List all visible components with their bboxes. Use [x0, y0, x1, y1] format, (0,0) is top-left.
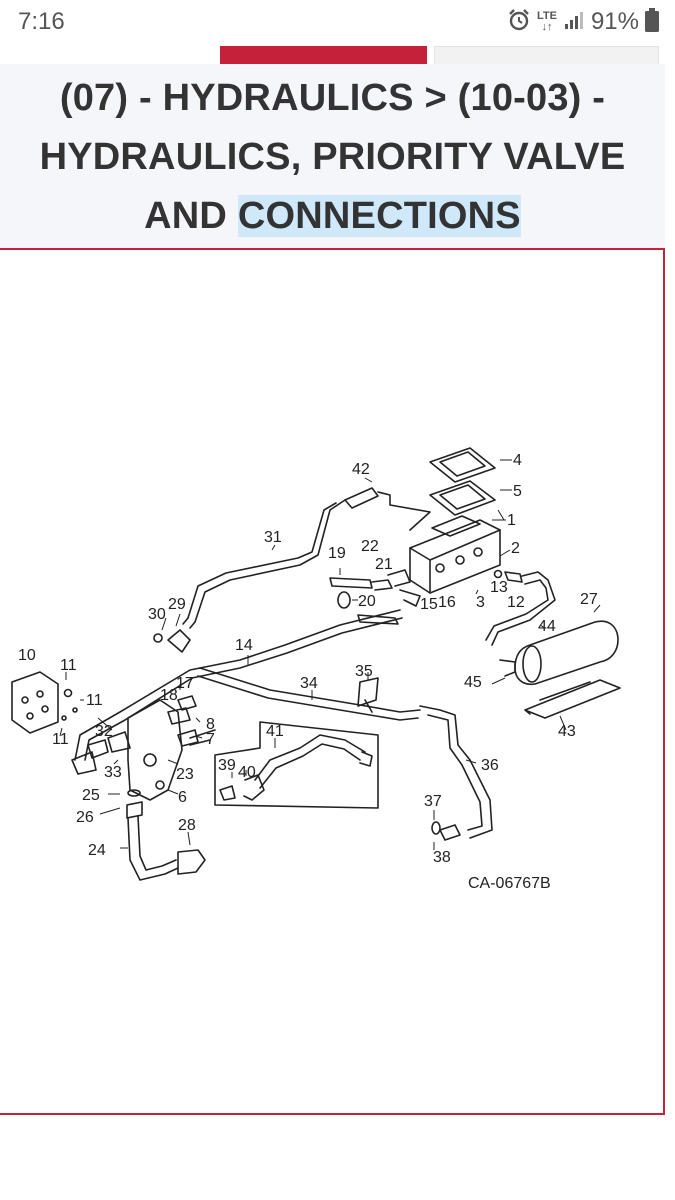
- callout-25: 25: [82, 787, 100, 804]
- callout-41: 41: [266, 723, 284, 740]
- fitting-42: [344, 487, 379, 509]
- callout-31: 31: [264, 529, 282, 546]
- callout-12: 12: [507, 594, 525, 611]
- callout-20: 20: [358, 593, 376, 610]
- callout-11a: 11: [86, 692, 103, 709]
- figure-code: CA-06767B: [468, 875, 551, 892]
- callout-2: 2: [511, 540, 520, 557]
- callout-29: 29: [168, 596, 186, 613]
- lte-icon: LTE↓↑: [536, 10, 557, 33]
- callout-28: 27: [580, 591, 598, 608]
- callout-14: 14: [235, 637, 253, 654]
- callout-15: 15: [420, 596, 438, 613]
- callout-3: 3: [476, 594, 485, 611]
- tab-inactive[interactable]: [434, 46, 659, 64]
- callout-38: 37: [424, 793, 442, 810]
- callout-33: 33: [104, 764, 122, 781]
- tube-41-box: [214, 721, 379, 809]
- callout-27: 28: [178, 817, 196, 834]
- callout-1: 1: [507, 512, 516, 529]
- callout-10: 11: [60, 657, 77, 674]
- callout-39: 39: [218, 757, 236, 774]
- tab-active[interactable]: [220, 46, 427, 64]
- callout-5: 5: [513, 483, 522, 500]
- callout-7: 7: [206, 731, 215, 748]
- battery-icon: [645, 7, 659, 37]
- callout-24: 24: [88, 842, 106, 859]
- status-icons: LTE↓↑ 91%: [507, 6, 659, 38]
- callout-37: 38: [433, 849, 451, 866]
- callout-17: 17: [176, 675, 194, 692]
- callout-34: 34: [300, 675, 318, 692]
- tube-36: [419, 705, 493, 839]
- header-panel: (07) - HYDRAULICS > (10-03) - HYDRAULICS…: [0, 64, 665, 250]
- callout-18: 18: [160, 687, 178, 704]
- callout-11b: 11: [52, 731, 69, 748]
- gasket-4: [429, 447, 496, 483]
- callout-36: 36: [481, 757, 499, 774]
- manifold: [127, 699, 183, 801]
- plate-9: [11, 671, 59, 734]
- network-label: LTE: [536, 10, 557, 22]
- callout-4: 4: [513, 452, 522, 469]
- callout-23: 23: [176, 766, 194, 783]
- callout-42: 42: [352, 461, 370, 478]
- battery-percent: 91%: [590, 8, 639, 35]
- callout-6: 6: [178, 789, 187, 806]
- parts-diagram: 4 5 1 2 42 31 19 22 21 20 15 16 3 13 12 …: [0, 250, 665, 1115]
- signal-icon: [563, 9, 585, 36]
- title-text: (07) - HYDRAULICS > (10-03) - HYDRAULICS…: [39, 77, 626, 237]
- bracket-43: [524, 679, 621, 719]
- gasket-5: [429, 480, 496, 516]
- callout-16: 16: [438, 594, 456, 611]
- tank-28: [514, 620, 619, 686]
- tube-14: [74, 609, 401, 761]
- callout-13: 13: [490, 579, 508, 596]
- status-bar: 7:16 LTE↓↑ 91%: [0, 0, 675, 46]
- pipe-31: [194, 499, 346, 623]
- callout-44: 44: [538, 618, 556, 635]
- callout-9: 10: [18, 647, 36, 664]
- callout-32: 32: [95, 723, 113, 740]
- tube-24: [127, 817, 179, 881]
- alarm-icon: [507, 8, 531, 37]
- callout-26: 26: [76, 809, 94, 826]
- callout-8: 8: [206, 716, 215, 733]
- page-title: (07) - HYDRAULICS > (10-03) - HYDRAULICS…: [0, 69, 665, 246]
- callout-35: 35: [355, 663, 373, 680]
- diagram-drawing: 4 5 1 2 42 31 19 22 21 20 15 16 3 13 12 …: [11, 447, 621, 892]
- callout-21: 21: [375, 556, 393, 573]
- callout-22: 22: [361, 538, 379, 555]
- callout-45: 45: [464, 674, 482, 691]
- callout-43: 43: [558, 723, 576, 740]
- status-time: 7:16: [18, 8, 65, 35]
- title-highlight: CONNECTIONS: [237, 195, 521, 237]
- tab-strip: [0, 46, 675, 64]
- callout-19: 19: [328, 545, 346, 562]
- callout-30: 30: [148, 606, 166, 623]
- callout-40: 40: [238, 764, 256, 781]
